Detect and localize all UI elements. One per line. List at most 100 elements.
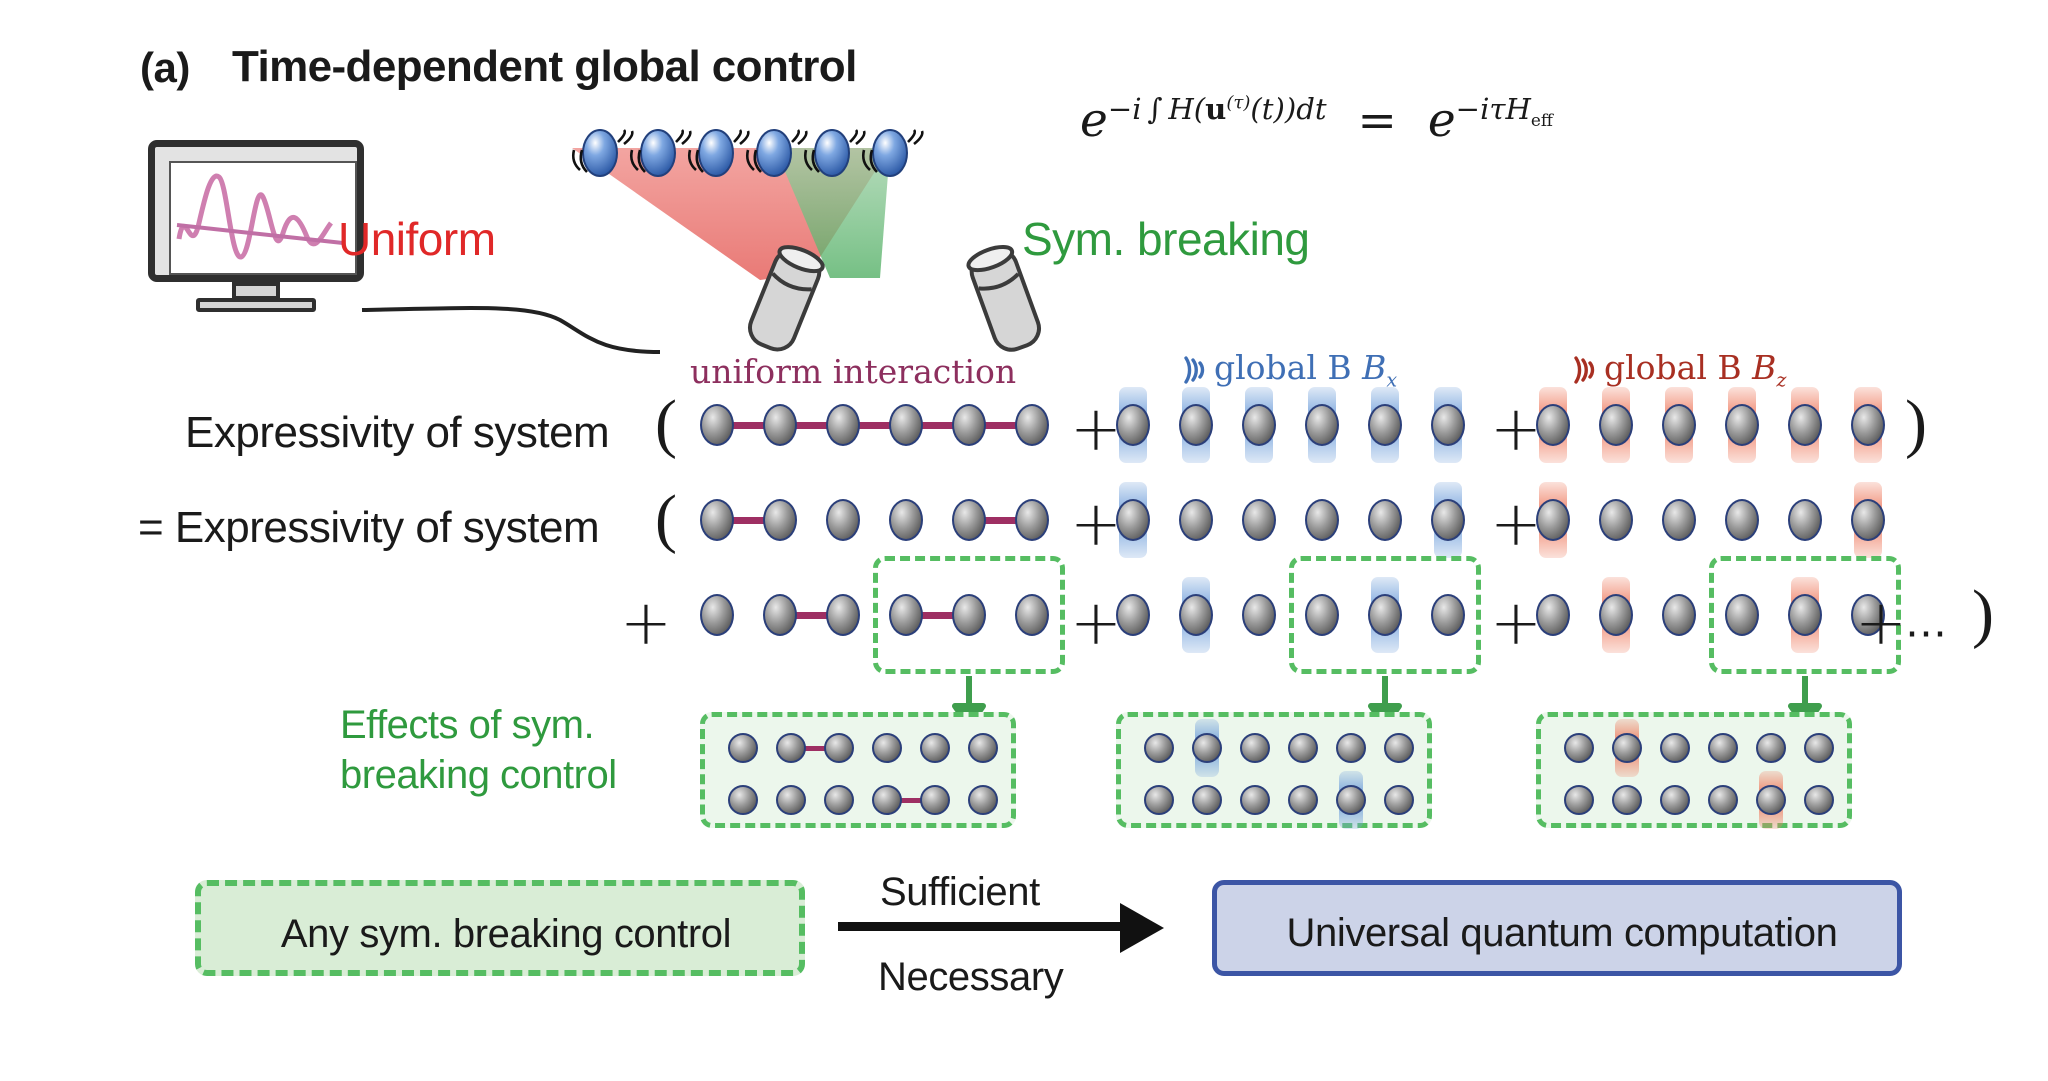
qubit (1305, 404, 1339, 446)
qubit (1240, 785, 1270, 815)
panel-label: (a) (140, 44, 190, 91)
qubit (700, 594, 734, 636)
equation-lhs: e−i ∫ H(u(τ)(t))dt (1080, 92, 1327, 148)
qubit (1116, 499, 1150, 541)
implication-arrow-head (1120, 903, 1164, 953)
qubit (1179, 404, 1213, 446)
row2-plus-2: + (1490, 487, 1542, 560)
qubit (826, 404, 860, 446)
qubit (1015, 499, 1049, 541)
qubit (1336, 785, 1366, 815)
interaction-bond (791, 746, 839, 751)
qubit (889, 404, 923, 446)
qubit (1288, 785, 1318, 815)
laser-device-left (748, 245, 825, 352)
qubit (1431, 404, 1465, 446)
interaction-bond (969, 422, 1032, 429)
qubit (763, 594, 797, 636)
qubit (1660, 785, 1690, 815)
row3-plus-3: + (1855, 586, 1907, 659)
qubit (1599, 594, 1633, 636)
implication-arrow-shaft (838, 922, 1128, 931)
interaction-bond (906, 422, 969, 429)
equation-rhs: e−iτHeff (1427, 92, 1553, 148)
qubit (1144, 785, 1174, 815)
interaction-bond (780, 422, 843, 429)
qubit (1564, 785, 1594, 815)
effects-label: Effects of sym. breaking control (340, 700, 617, 800)
qubit (1536, 499, 1570, 541)
qubit (700, 404, 734, 446)
hamiltonian-equation: e−i ∫ H(u(τ)(t))dt = e−iτHeff (1080, 92, 1553, 148)
row1-label: Expressivity of system (185, 408, 610, 457)
cable (361, 306, 661, 354)
qubit (1368, 404, 1402, 446)
symmetry-breaking-label: Sym. breaking (1022, 213, 1310, 265)
interaction-bond (780, 612, 843, 619)
qubit (776, 733, 806, 763)
qubit (952, 594, 986, 636)
qubit (1431, 499, 1465, 541)
interaction-bond (717, 517, 780, 524)
qubit (1116, 404, 1150, 446)
qubit (872, 785, 902, 815)
qubit (1305, 499, 1339, 541)
global-bz-text: global B Bz (1604, 348, 1787, 392)
qubit (1725, 499, 1759, 541)
qubit (763, 404, 797, 446)
qubit (1384, 733, 1414, 763)
qubit (1662, 404, 1696, 446)
qubit (1662, 499, 1696, 541)
universal-quantum-computation-box[interactable]: Universal quantum computation (1212, 880, 1902, 976)
qubit (1305, 594, 1339, 636)
qubit (1240, 733, 1270, 763)
effects-label-line1: Effects of sym. (340, 703, 595, 747)
qubit (1804, 785, 1834, 815)
row2-open-paren: ( (655, 482, 677, 555)
qubit (920, 733, 950, 763)
row2-plus-1: + (1070, 487, 1122, 560)
qubit (1756, 785, 1786, 815)
row3-plus-2: + (1490, 586, 1542, 659)
universal-quantum-computation-label: Universal quantum computation (1286, 911, 1838, 955)
qubit (728, 785, 758, 815)
qubit (1725, 594, 1759, 636)
row3-ellipsis: ⋯ (1905, 609, 1947, 656)
qubit (1788, 594, 1822, 636)
interaction-bond (717, 422, 780, 429)
any-sym-breaking-box[interactable]: Any sym. breaking control (195, 880, 805, 976)
qubit (1242, 404, 1276, 446)
qubit (824, 733, 854, 763)
highlight-box (1709, 556, 1901, 674)
qubit (1536, 404, 1570, 446)
equation-equals: = (1357, 92, 1397, 148)
qubit (1851, 499, 1885, 541)
uniform-label: Uniform (338, 213, 496, 265)
qubit (1384, 785, 1414, 815)
interaction-effects (700, 712, 1016, 828)
qubit (968, 785, 998, 815)
interaction-bond (843, 422, 906, 429)
interaction-bond (969, 517, 1032, 524)
effects-label-line2: breaking control (340, 753, 617, 797)
qubit (1431, 594, 1465, 636)
qubit (1599, 499, 1633, 541)
sufficient-label: Sufficient (880, 870, 1040, 914)
radio-wave-icon (1574, 356, 1595, 384)
uniform-interaction-label: uniform interaction (690, 352, 1017, 391)
qubit (1192, 785, 1222, 815)
qubit (1144, 733, 1174, 763)
row1-close-paren: ) (1905, 387, 1927, 460)
qubit (1788, 499, 1822, 541)
qubit (700, 499, 734, 541)
qubit (952, 404, 986, 446)
qubit (1660, 733, 1690, 763)
qubit (1368, 499, 1402, 541)
qubit (920, 785, 950, 815)
page-title: Time-dependent global control (232, 42, 857, 91)
qubit (889, 499, 923, 541)
qubit (1242, 594, 1276, 636)
qubit (952, 499, 986, 541)
row3-plus-0: + (620, 586, 672, 659)
qubit (1599, 404, 1633, 446)
